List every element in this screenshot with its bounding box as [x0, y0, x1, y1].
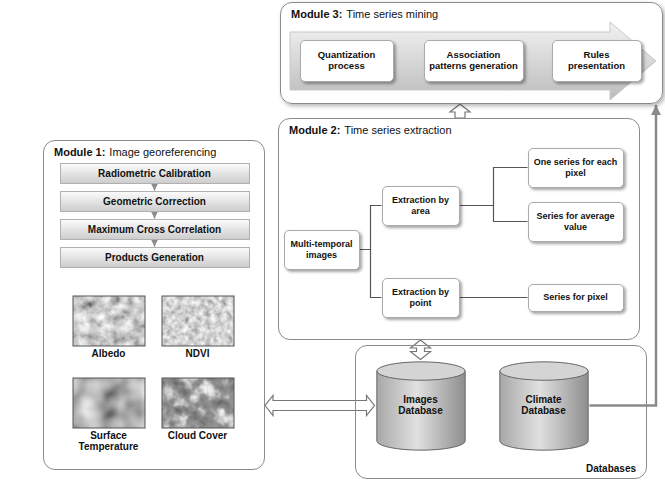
database-cylinder: Images Database [375, 360, 467, 452]
step-box: Rules presentation [552, 40, 642, 82]
product-thumbnail: Albedo [70, 294, 148, 366]
block-arrow [265, 396, 375, 416]
process-bar: Radiometric Calibration [60, 163, 250, 184]
product-caption: Cloud Cover [164, 430, 232, 442]
text-wrapper: NDVI [160, 348, 236, 360]
tree-connector [460, 206, 528, 222]
group-label: Databases [586, 463, 636, 474]
product-thumbnail: NDVI [160, 294, 236, 366]
box-label: Extraction by point [387, 287, 455, 308]
text-wrapper: Series for pixel [539, 292, 612, 302]
tree-connector [360, 250, 382, 298]
text-wrapper: Products Generation [101, 252, 208, 263]
process-bar: Maximum Cross Correlation [60, 219, 250, 240]
text-wrapper: Extraction by point [383, 287, 459, 308]
process-box: Multi-temporal images [284, 230, 360, 270]
flow-arrow [154, 240, 156, 247]
text-wrapper: Radiometric Calibration [94, 168, 215, 179]
box-label: Association patterns generation [429, 50, 519, 72]
database-cylinder: Climate Database [498, 360, 590, 452]
box-label: Series for average value [533, 211, 619, 232]
module-title: Time series extraction [344, 124, 451, 136]
text-wrapper: Images Database [375, 394, 467, 417]
box-label: Climate Database [510, 394, 578, 417]
module-heading: Module 2: Time series extraction [289, 124, 452, 136]
box-label: Images Database [387, 394, 455, 417]
module-number: Module 1: [54, 146, 105, 158]
text-wrapper: Maximum Cross Correlation [84, 224, 225, 235]
block-arrow [411, 340, 431, 360]
block-arrow [450, 104, 470, 118]
box-label: One series for each pixel [533, 157, 619, 178]
product-thumbnail: Surface Temperature [70, 376, 148, 466]
module-heading: Module 3: Time series mining [291, 8, 438, 20]
satellite-thumbnails [73, 296, 234, 428]
text-wrapper: Quantization process [301, 50, 393, 72]
box-label: Geometric Correction [103, 196, 206, 207]
module-title: Image georeferencing [109, 146, 216, 158]
process-box: One series for each pixel [528, 148, 624, 188]
process-box: Extraction by area [382, 186, 460, 226]
tree-connector [460, 297, 528, 298]
flow-arrow [154, 212, 156, 219]
box-label: Series for pixel [543, 292, 608, 302]
text-wrapper: Multi-temporal images [285, 239, 359, 260]
process-box: Series for average value [528, 202, 624, 242]
text-wrapper: Surface Temperature [70, 430, 148, 453]
text-wrapper: Association patterns generation [425, 50, 523, 72]
text-wrapper: Geometric Correction [99, 196, 210, 207]
database-group: Databases Images Database Climate Database [355, 345, 647, 479]
box-label: Extraction by area [387, 195, 455, 216]
product-thumbnail: Cloud Cover [160, 376, 236, 466]
process-box: Extraction by point [382, 278, 460, 318]
module-title: Time series mining [346, 8, 438, 20]
box-label: Maximum Cross Correlation [88, 224, 221, 235]
box-label: Radiometric Calibration [98, 168, 211, 179]
module-number: Module 2: [289, 124, 340, 136]
process-box: Series for pixel [528, 284, 624, 312]
text-wrapper: One series for each pixel [529, 157, 623, 178]
flow-arrow [154, 184, 156, 191]
text-wrapper: Series for average value [529, 211, 623, 232]
text-wrapper: Rules presentation [553, 50, 641, 72]
tree-connector [360, 206, 382, 250]
process-bar: Products Generation [60, 247, 250, 268]
step-box: Quantization process [300, 40, 394, 82]
box-label: Quantization process [305, 50, 389, 72]
process-bar: Geometric Correction [60, 191, 250, 212]
module-panel: Module 2: Time series extractionMulti-tem… [278, 118, 640, 340]
box-label: Rules presentation [557, 50, 637, 72]
module-heading: Module 1: Image georeferencing [54, 146, 216, 158]
box-label: Multi-temporal images [289, 239, 355, 260]
text-wrapper: Albedo [70, 348, 148, 360]
module-panel: Module 3: Time series miningQuantization … [280, 2, 663, 104]
module-panel: Module 1: Image georeferencingRadiometric… [43, 140, 265, 470]
module-number: Module 3: [291, 8, 342, 20]
text-wrapper: Climate Database [498, 394, 590, 417]
text-wrapper: Cloud Cover [160, 430, 236, 442]
product-caption: NDVI [164, 348, 232, 360]
text-wrapper: Extraction by area [383, 195, 459, 216]
step-box: Association patterns generation [424, 40, 524, 82]
product-caption: Surface Temperature [74, 430, 144, 453]
product-caption: Albedo [74, 348, 144, 360]
tree-connector [460, 168, 528, 206]
flow-arrow-shape [290, 22, 656, 100]
box-label: Products Generation [105, 252, 204, 263]
